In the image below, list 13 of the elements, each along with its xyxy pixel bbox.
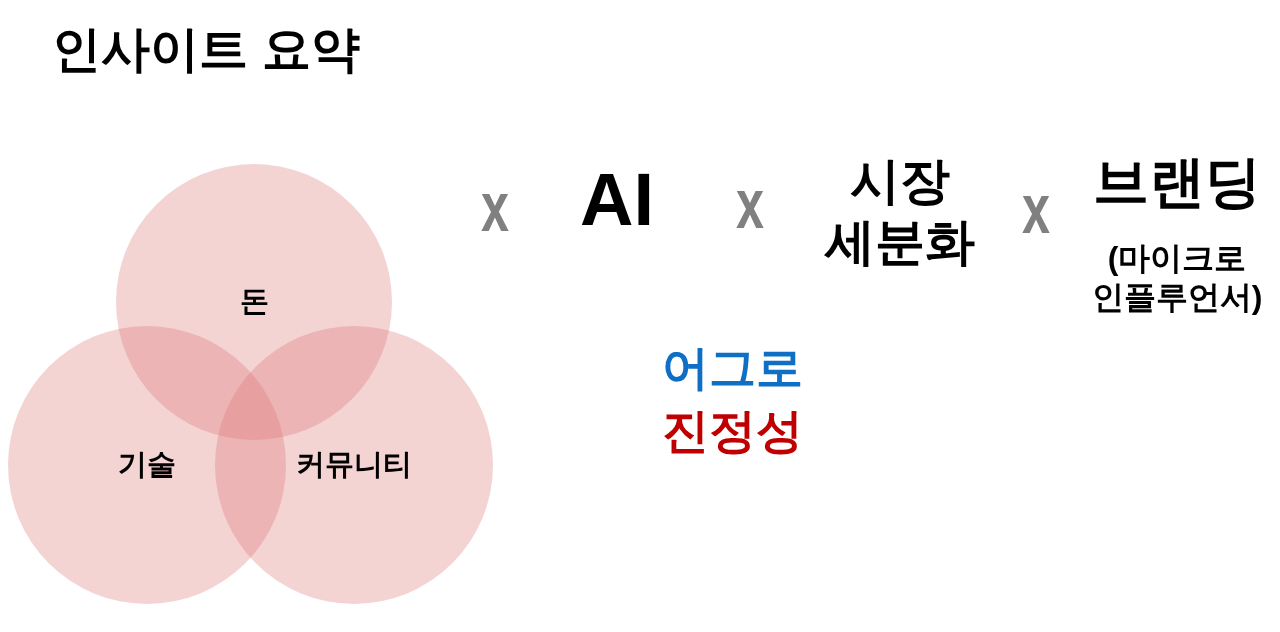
multiplication-sign: x	[736, 164, 764, 246]
keyword-note: (마이크로 인플루언서)	[1091, 238, 1263, 317]
circle-label: 커뮤니티	[296, 448, 412, 482]
emphasis-word: 진정성	[661, 403, 803, 460]
circle-label: 돈	[239, 285, 269, 319]
keyword: AI	[580, 156, 654, 243]
emphasis-word: 어그로	[661, 340, 803, 397]
title: 인사이트 요약	[52, 21, 360, 78]
multiplication-sign: x	[1022, 169, 1050, 251]
keyword: 시장 세분화	[825, 152, 975, 272]
circle-label: 기술	[118, 448, 176, 482]
multiplication-sign: x	[481, 167, 509, 249]
keyword: 브랜딩	[1093, 148, 1261, 215]
